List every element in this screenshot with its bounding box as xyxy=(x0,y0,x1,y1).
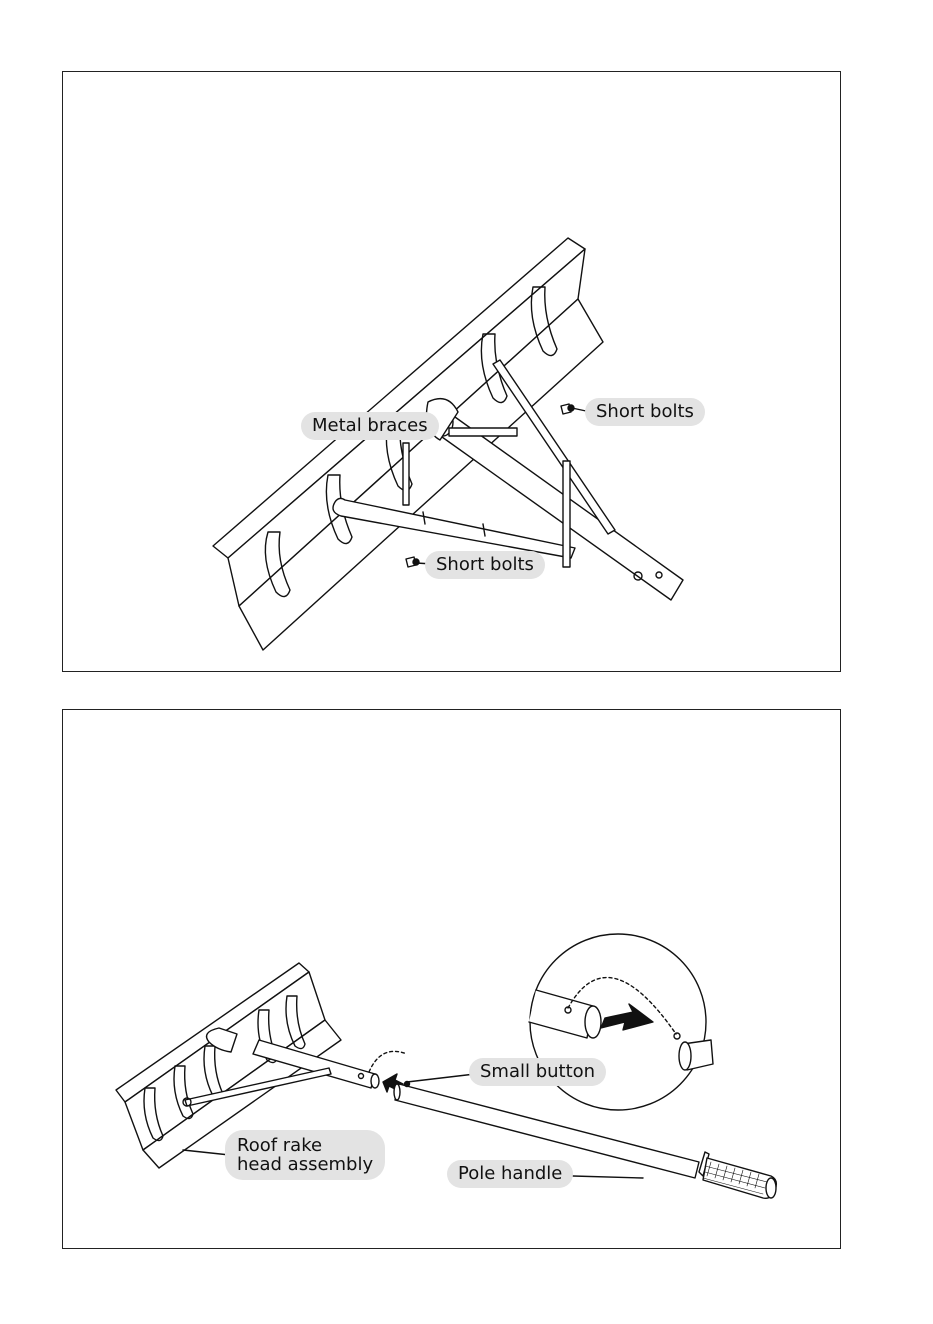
short-bolts-lower-label: Short bolts xyxy=(425,551,545,579)
small-button-label: Small button xyxy=(469,1058,606,1086)
bottom-figure-panel: Small button Roof rake head assembly Pol… xyxy=(62,709,841,1249)
rake-head-brace-drawing xyxy=(63,72,842,673)
pole-handle-label: Pole handle xyxy=(447,1160,573,1188)
roof-rake-head-line2: head assembly xyxy=(237,1155,373,1174)
short-bolts-upper-label: Short bolts xyxy=(585,398,705,426)
top-figure-panel: Metal braces Short bolts Short bolts xyxy=(62,71,841,672)
roof-rake-head-assembly-label: Roof rake head assembly xyxy=(225,1130,385,1180)
metal-braces-label: Metal braces xyxy=(301,412,439,440)
roof-rake-head-line1: Roof rake xyxy=(237,1136,373,1155)
